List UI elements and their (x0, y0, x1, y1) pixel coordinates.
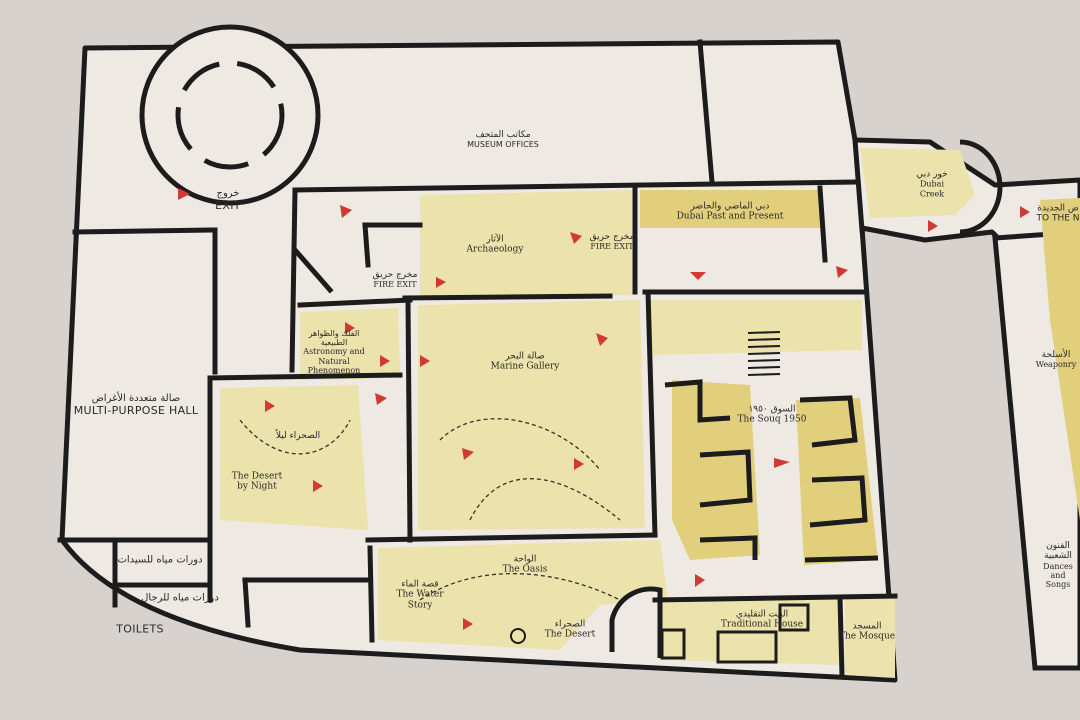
creek-round-end (959, 139, 1003, 235)
label-astronomy: الفلك والظواهر الطبيعية Astronomy and Na… (298, 329, 370, 375)
label-museum-offices-en: MUSEUM OFFICES (467, 140, 539, 150)
marine-zone (418, 300, 645, 530)
astronomy-zone (300, 308, 400, 380)
label-dubai-creek-ar: خور دبي (916, 169, 948, 180)
exit-tower-inner (175, 60, 285, 170)
label-souq-en: The Souq 1950 (737, 415, 807, 425)
souq-zone-a (650, 300, 862, 355)
water-story-zone (382, 555, 458, 636)
label-dubai-past-present: دبي الماضي والحاضر Dubai Past and Presen… (677, 202, 784, 223)
label-dubai-past-en: Dubai Past and Present (676, 212, 784, 222)
label-traditional-house: البيت التقليدي Traditional House (721, 610, 803, 631)
label-mosque-ar: المسجد (852, 621, 882, 632)
label-archaeology: الآثار Archaeology (467, 235, 524, 256)
label-marine-gallery: صالة البحر Marine Gallery (491, 352, 560, 373)
label-to-the: ض الجديدة TO THE N (1037, 204, 1080, 225)
label-toilets-men-ar: دورات مياه للرجال (141, 592, 219, 604)
label-desert-night: The Desert by Night (229, 472, 285, 493)
label-toilets-men: دورات مياه للرجال (141, 592, 219, 604)
label-museum-offices: مكاتب المتحف MUSEUM OFFICES (467, 130, 539, 150)
label-dances-songs: الفنون الشعبية Dances and Songs (1039, 541, 1077, 589)
label-desert-en: The Desert (544, 630, 596, 640)
label-mosque-en: The Mosque (838, 632, 896, 642)
label-oasis: الواحة The Oasis (503, 555, 548, 576)
label-museum-offices-ar: مكاتب المتحف (475, 130, 531, 141)
well-marker (510, 628, 526, 644)
mosque-zone (845, 598, 895, 678)
label-mosque: المسجد The Mosque (839, 622, 895, 643)
label-desert: الصحراء The Desert (545, 620, 595, 641)
label-water-story: قصة الماء The Water Story (392, 579, 448, 610)
label-water-story-en: The Water Story (396, 589, 444, 611)
house-rooms (660, 603, 810, 664)
label-to-the-ar: ض الجديدة (1037, 203, 1079, 214)
direction-arrows (178, 188, 1030, 630)
label-desert-night-ar: الصحراء ليلاً (275, 430, 321, 441)
label-fire-exit-1-ar: مخرج حريق (372, 270, 418, 281)
exit-tower (139, 24, 321, 206)
label-trad-house-ar: البيت التقليدي (735, 609, 789, 620)
souq-zone-b (672, 380, 760, 560)
label-exit-en: EXIT (215, 198, 241, 212)
label-mph-ar: صالة متعددة الأغراض (91, 392, 181, 404)
creek-zone (860, 148, 975, 218)
label-mph-en: MULTI-PURPOSE HALL (73, 403, 199, 417)
label-desert-ar: الصحراء (554, 619, 586, 630)
label-to-the-en: TO THE N (1036, 214, 1080, 224)
label-toilets-en: TOILETS (116, 622, 164, 636)
label-fire-exit-1: مخرج حريق FIRE EXIT (373, 270, 418, 290)
archaeology-zone (420, 190, 632, 300)
label-fire-exit-1-en: FIRE EXIT (373, 280, 417, 290)
label-weaponry-en: Weaponry (1035, 360, 1077, 370)
label-oasis-en: The Oasis (502, 565, 548, 575)
label-exit-ar: خروج (216, 187, 240, 199)
label-archaeology-ar: الآثار (486, 234, 504, 245)
label-fire-exit-2-ar: مخرج حريق (589, 232, 635, 243)
label-desert-night-ar-wrap: الصحراء ليلاً (276, 431, 320, 441)
label-weaponry: الأسلحة Weaponry (1036, 350, 1077, 370)
round-room (609, 586, 663, 658)
label-souq-ar: السوق ١٩٥٠ (748, 404, 796, 415)
label-dubai-creek-en: Dubai Creek (919, 179, 945, 199)
label-toilets-ladies-ar: دورات مياه للسيدات (117, 554, 203, 566)
label-astronomy-en: Astronomy and Natural Phenomenon (303, 347, 365, 375)
label-marine-ar: صالة البحر (505, 351, 545, 362)
label-exit: خروج EXIT (215, 188, 241, 212)
label-trad-house-en: Traditional House (720, 620, 804, 630)
label-dubai-creek: خور دبي Dubai Creek (907, 170, 957, 199)
label-multi-purpose-hall: صالة متعددة الأغراض MULTI-PURPOSE HALL (74, 393, 199, 417)
label-astronomy-ar: الفلك والظواهر الطبيعية (308, 329, 360, 348)
interior-walls (57, 39, 898, 678)
label-dances-ar: الفنون الشعبية (1044, 540, 1072, 562)
label-water-story-ar: قصة الماء (401, 579, 439, 590)
label-fire-exit-2: مخرج حريق FIRE EXIT (590, 232, 635, 252)
dashed-routes (239, 418, 621, 601)
label-fire-exit-2-en: FIRE EXIT (590, 242, 634, 252)
desert-night-zone (220, 385, 368, 530)
label-toilets-ladies: دورات مياه للسيدات (117, 554, 202, 566)
label-dances-en: Dances and Songs (1043, 561, 1073, 589)
label-toilets: TOILETS (116, 622, 164, 637)
label-weaponry-ar: الأسلحة (1041, 350, 1071, 361)
right-wing-exhibit (1040, 198, 1080, 520)
dubai-past-zone (640, 190, 822, 228)
label-oasis-ar: الواحة (513, 554, 537, 565)
label-dubai-past-ar: دبي الماضي والحاضر (690, 201, 770, 212)
label-souq: السوق ١٩٥٠ The Souq 1950 (738, 405, 807, 426)
souq-walls (664, 379, 879, 563)
label-desert-night-en: The Desert by Night (231, 471, 283, 492)
label-marine-en: Marine Gallery (490, 362, 560, 372)
stairs (747, 331, 781, 376)
label-archaeology-en: Archaeology (466, 245, 524, 255)
